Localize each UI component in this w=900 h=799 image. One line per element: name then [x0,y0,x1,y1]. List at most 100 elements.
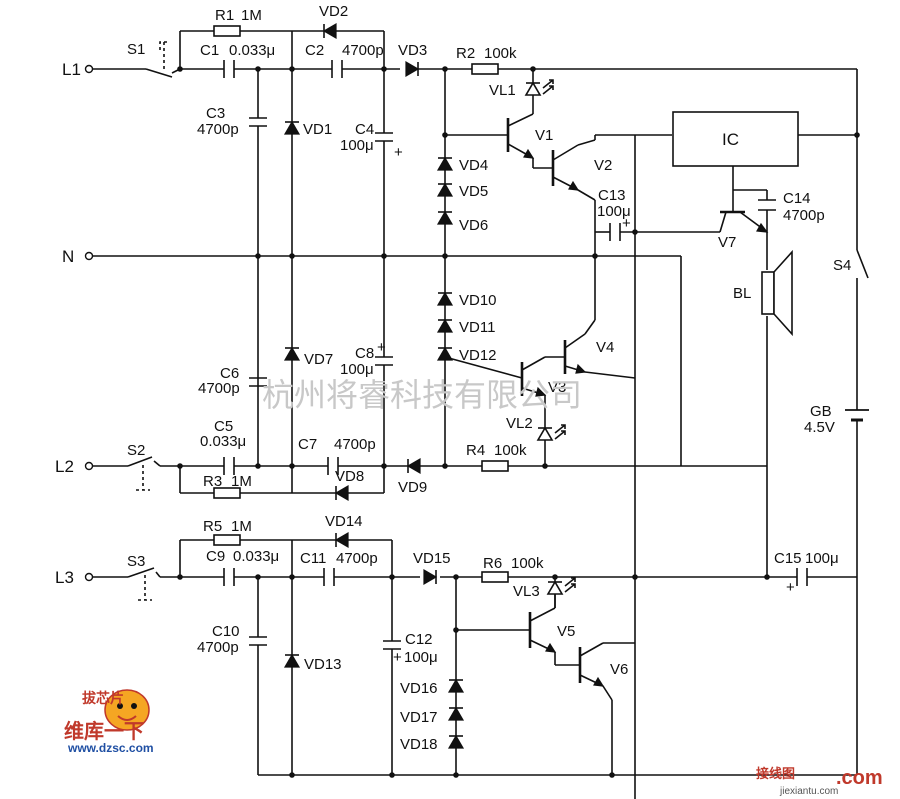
terminal-n[interactable]: N [62,247,94,266]
capacitor-c11: C11 4700p [300,550,378,586]
svg-text:C13: C13 [598,187,626,204]
transistor-v5: V5 [528,607,575,653]
dzsc-logo: 拔芯片 维库一下 www.dzsc.com [64,689,154,755]
svg-text:VL2: VL2 [506,415,533,432]
diode-vd8: VD8 [335,468,364,501]
svg-text:VD9: VD9 [398,479,427,496]
switch-s3[interactable]: S3 [127,553,152,601]
svg-text:V6: V6 [610,661,628,678]
transistor-v2: V2 [551,144,612,191]
svg-text:V2: V2 [594,157,612,174]
svg-text:1M: 1M [241,7,262,24]
svg-text:C11: C11 [300,550,326,567]
svg-text:jiexiantu.com: jiexiantu.com [779,786,838,797]
svg-text:维库一下: 维库一下 [64,719,144,743]
svg-text:VD16: VD16 [400,680,438,697]
capacitor-c10: C10 4700p [197,623,267,656]
svg-text:VD1: VD1 [303,121,332,138]
transistor-v6: V6 [578,642,628,687]
svg-text:www.dzsc.com: www.dzsc.com [67,741,154,755]
diode-vd17: VD17 [400,692,464,726]
svg-text:4.5V: 4.5V [804,419,835,436]
terminal-l1[interactable]: L1 [62,60,94,79]
speaker-bl: BL [733,249,793,337]
junction-dots [177,66,860,778]
diode-vd7: VD7 [284,347,333,368]
svg-text:VD11: VD11 [459,319,495,336]
capacitor-c1: C1 0.033μ [200,42,275,78]
terminal-l2[interactable]: L2 [55,457,94,476]
svg-text:VD3: VD3 [398,42,427,59]
capacitor-c5: C5 0.033μ [200,418,246,475]
svg-text:V4: V4 [596,339,614,356]
svg-text:100μ: 100μ [340,137,374,154]
svg-text:C10: C10 [212,623,240,640]
svg-text:GB: GB [810,403,832,420]
svg-text:C12: C12 [405,631,433,648]
svg-text:VD15: VD15 [413,550,451,567]
switch-s4[interactable]: S4 [833,249,869,279]
led-vl2: VL2 [506,410,566,441]
svg-text:R1: R1 [215,7,234,24]
svg-text:L2: L2 [55,457,74,476]
diode-vd15: VD15 [413,550,451,585]
svg-text:VD17: VD17 [400,709,438,726]
svg-text:100k: 100k [494,442,527,459]
svg-text:+: + [394,144,403,161]
jiexiantu-logo: 接线图 .com jiexiantu.com [756,766,883,797]
svg-text:4700p: 4700p [197,121,239,138]
svg-text:VD8: VD8 [335,468,364,485]
svg-text:C4: C4 [355,121,374,138]
diode-vd10: VD10 [437,292,497,309]
svg-text:+: + [377,339,386,356]
svg-text:C2: C2 [305,42,324,59]
svg-text:N: N [62,247,74,266]
wires [92,30,858,799]
svg-text:VD4: VD4 [459,157,488,174]
transistor-v7: V7 [718,190,769,251]
capacitor-c8: C8 + 100μ [340,339,393,378]
diode-vd5: VD5 [437,170,488,200]
svg-text:C7: C7 [298,436,317,453]
diode-vd2: VD2 [319,3,348,39]
svg-text:S3: S3 [127,553,145,570]
svg-text:100μ: 100μ [805,550,839,567]
svg-text:4700p: 4700p [198,380,240,397]
diode-vd14: VD14 [325,513,363,548]
svg-text:100k: 100k [511,555,544,572]
svg-text:V1: V1 [535,127,553,144]
svg-text:R6: R6 [483,555,502,572]
diode-vd12: VD12 [437,332,497,367]
svg-text:0.033μ: 0.033μ [229,42,275,59]
switch-s1[interactable]: S1 [127,41,170,70]
diode-vd18: VD18 [400,720,464,753]
svg-text:4700p: 4700p [342,42,384,59]
svg-text:L1: L1 [62,60,81,79]
svg-text:4700p: 4700p [334,436,376,453]
capacitor-c15: C15 100μ + [774,550,839,596]
capacitor-c14: C14 4700p [758,190,825,224]
svg-text:+: + [786,579,795,596]
diode-vd16: VD16 [400,679,464,697]
led-vl1: VL1 [489,79,554,102]
svg-text:VL3: VL3 [513,583,540,600]
svg-text:接线图: 接线图 [756,766,795,782]
switch-s2[interactable]: S2 [127,442,150,491]
svg-text:VD14: VD14 [325,513,363,530]
diode-vd9: VD9 [398,458,427,496]
svg-text:C6: C6 [220,365,239,382]
terminal-l3[interactable]: L3 [55,568,94,587]
svg-text:C8: C8 [355,345,374,362]
transistor-v4: V4 [563,333,614,374]
svg-text:100μ: 100μ [404,649,438,666]
svg-text:L3: L3 [55,568,74,587]
svg-text:C9: C9 [206,548,225,565]
capacitor-c9: C9 0.033μ [206,548,279,586]
svg-text:100μ: 100μ [340,361,374,378]
svg-text:R5: R5 [203,518,222,535]
diode-vd3: VD3 [398,42,427,77]
svg-text:S4: S4 [833,257,851,274]
capacitor-c12: C12 + 100μ [383,631,438,666]
capacitor-c7: C7 4700p [298,436,376,475]
diode-vd4: VD4 [437,157,488,174]
